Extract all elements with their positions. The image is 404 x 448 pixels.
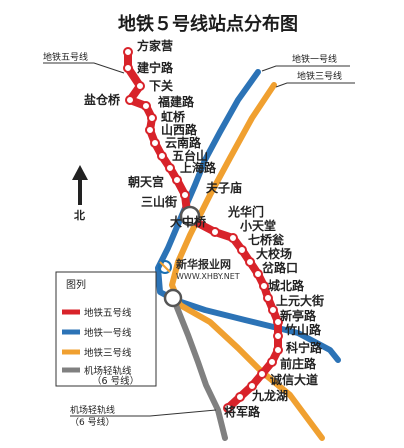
map-title: 地铁５号线站点分布图 [118, 13, 298, 35]
station-dot [245, 257, 255, 267]
station-label: 大中桥 [170, 214, 207, 229]
station-dot [235, 392, 245, 402]
legend-item-label: 地铁五号线 [84, 307, 132, 319]
station-label: 云南路 [165, 135, 202, 150]
station-label: 将军路 [224, 404, 261, 419]
station-dot [147, 113, 157, 123]
station-dot [150, 138, 160, 148]
station-label: 竹山路 [284, 322, 322, 337]
station-dot [165, 163, 175, 173]
callout-line5-label: 地铁五号线 [43, 51, 88, 63]
station-dot [263, 293, 273, 303]
interchange-south [163, 288, 183, 308]
station-dot [267, 357, 277, 367]
station-label: 虹桥 [161, 109, 186, 124]
station-label: 三山街 [141, 194, 177, 209]
station-dot [125, 95, 135, 105]
station-dot [237, 245, 247, 255]
station-dot [273, 317, 283, 327]
station-dot [223, 403, 233, 413]
station-dot [210, 227, 220, 237]
station-dot [268, 305, 278, 315]
station-label: 上海路 [180, 160, 217, 175]
airport-line-route [171, 297, 228, 441]
station-dot [145, 125, 155, 135]
station-dot [253, 269, 263, 279]
north-arrow-icon: 北 [72, 165, 88, 222]
station-label: 七桥瓮 [248, 232, 284, 247]
station-label: 新亭路 [280, 308, 317, 323]
station-label: 朝天宫 [128, 174, 164, 189]
station-label: 夫子庙 [205, 180, 242, 195]
station-label: 五台山 [172, 148, 208, 163]
station-dot [157, 151, 167, 161]
callout-line1: 地铁一号线 [261, 53, 350, 72]
callout-line1-label: 地铁一号线 [292, 53, 337, 65]
north-label: 北 [74, 208, 85, 222]
callout-airport: 机场轻轨线 （6 号线） [70, 404, 217, 428]
station-label: 下关 [149, 78, 173, 93]
legend-item-label: 地铁三号线 [84, 347, 132, 359]
callout-line3-label: 地铁三号线 [297, 70, 342, 82]
station-labels: 方家营 建宁路 下关 盐仓桥 福建路 虹桥 山西路 云南路 五台山 上海路 朝天… [84, 38, 324, 419]
interchange-dazhongqiao [179, 205, 201, 227]
station-dot [259, 281, 269, 291]
legend-item-label: 机场轻轨线 [84, 365, 132, 377]
station-label: 盐仓桥 [84, 92, 121, 107]
station-label: 岔路口 [261, 260, 298, 275]
station-label: 山西路 [161, 122, 198, 137]
station-dot [228, 233, 238, 243]
station-dot [135, 81, 145, 91]
station-dot [123, 63, 133, 73]
station-dot [273, 331, 283, 341]
station-label: 大校场 [256, 246, 292, 261]
station-label: 九龙湖 [251, 388, 288, 403]
station-label: 上元大街 [276, 293, 324, 308]
station-label: 城北路 [268, 278, 305, 293]
station-label: 方家营 [137, 38, 173, 53]
callout-airport-label: 机场轻轨线 [70, 404, 115, 416]
legend-item-label: 地铁一号线 [84, 327, 132, 339]
station-dot [180, 190, 190, 200]
station-dot [247, 381, 257, 391]
watermark-name: 新华报业网 [176, 257, 231, 271]
station-label: 科宁路 [286, 340, 323, 355]
station-label: 福建路 [157, 94, 195, 109]
callout-line3: 地铁三号线 [275, 70, 355, 88]
station-label: 建宁路 [136, 60, 174, 75]
legend-airport-note: （6 号线） [92, 375, 139, 387]
station-dot [123, 47, 133, 57]
legend: 图列 地铁五号线 地铁一号线 地铁三号线 机场轻轨线 （6 号线） [55, 271, 157, 387]
station-dot [172, 175, 182, 185]
watermark-url: WWW.XHBY.NET [176, 272, 240, 281]
station-label: 前庄路 [280, 356, 317, 371]
watermark-logo-icon [158, 260, 172, 274]
legend-title: 图列 [66, 278, 86, 291]
station-label: 小天堂 [240, 218, 276, 233]
callout-line5: 地铁五号线 [43, 51, 125, 74]
station-label: 诚信大道 [270, 372, 318, 387]
station-dot [273, 345, 283, 355]
station-dot [257, 369, 267, 379]
watermark: 新华报业网 WWW.XHBY.NET [158, 257, 240, 281]
station-dot [141, 101, 151, 111]
line5-station-dots [123, 47, 283, 413]
station-label: 光华门 [227, 204, 264, 219]
callout-airport-sub: （6 号线） [70, 416, 115, 428]
